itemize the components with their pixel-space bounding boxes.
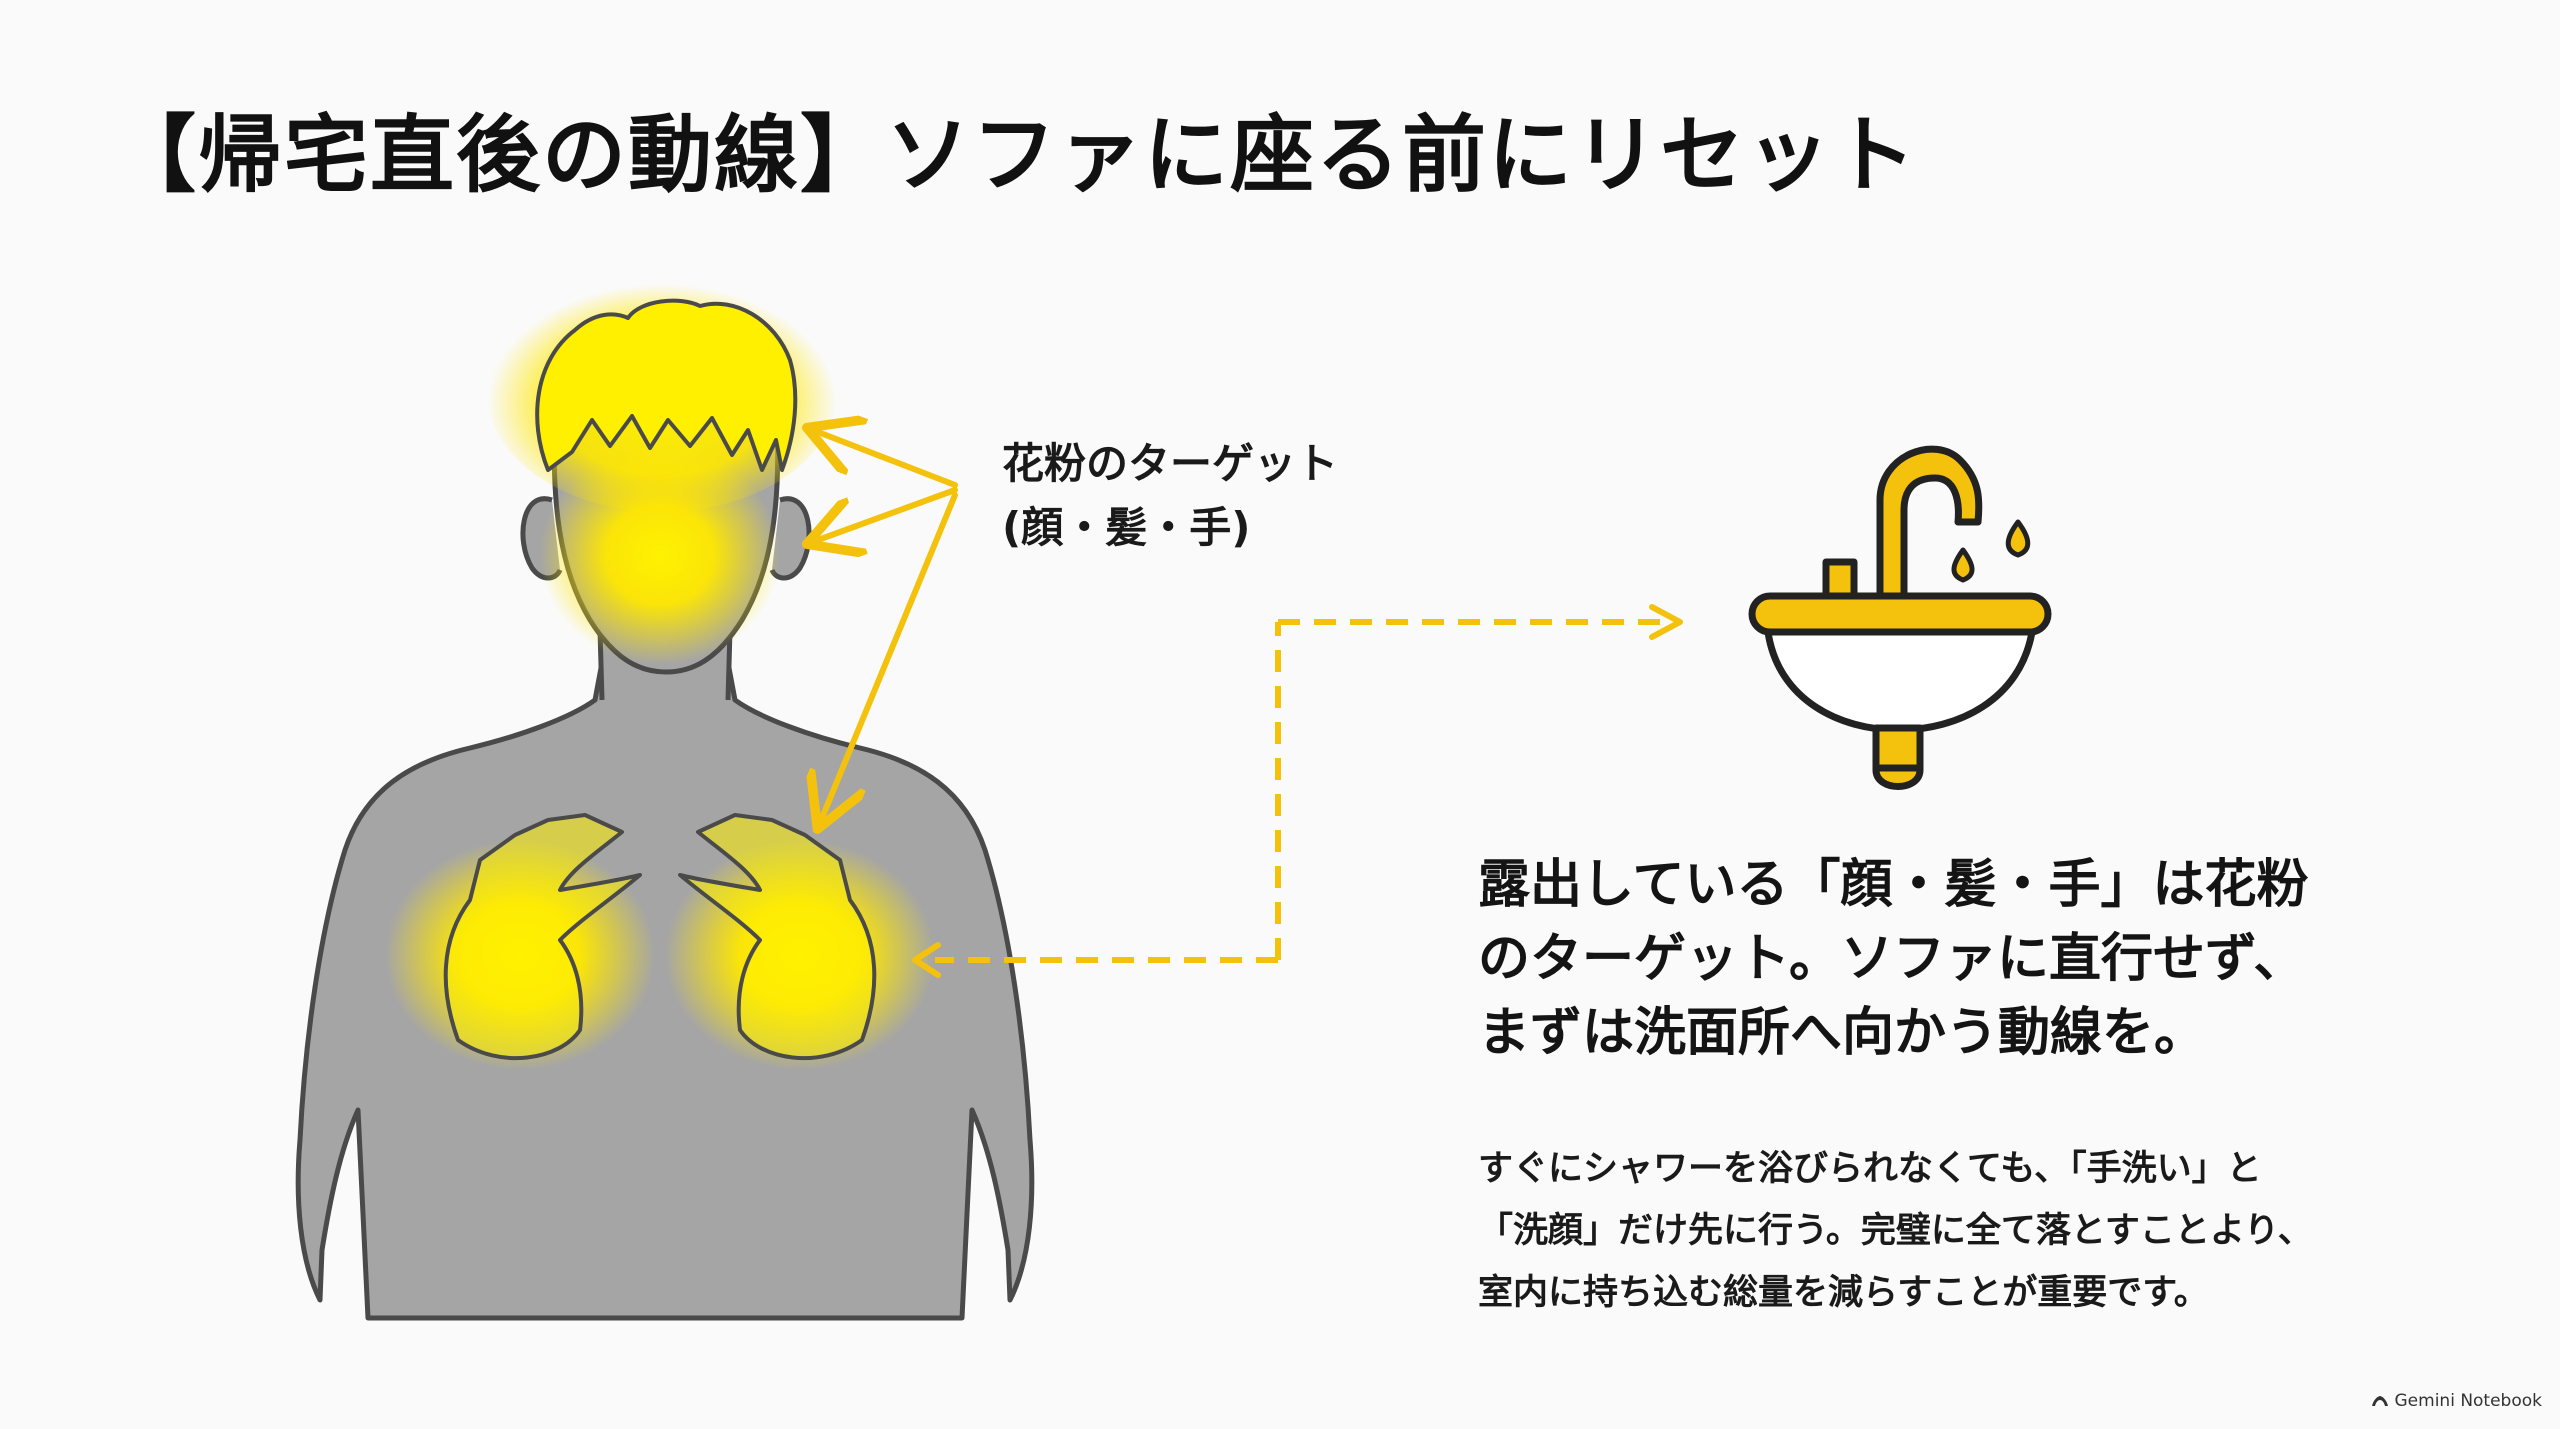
water-drop-2 (2005, 519, 2031, 558)
ear-right (769, 496, 812, 581)
body-line-2: 「洗顔」だけ先に行う。完璧に全て落とすことより、 (1478, 1211, 2313, 1251)
watermark-label: Gemini Notebook (2394, 1391, 2543, 1411)
headline-line-3: まずは洗面所へ向かう動線を。 (1478, 1003, 2207, 1063)
headline-line-2: のターゲット。ソファに直行せず、 (1478, 929, 2306, 989)
arrow-to-hand (822, 492, 958, 818)
pollen-target-callout: 花粉のターゲット (顔・髪・手) (1002, 432, 1338, 560)
basin-bowl (1764, 628, 2036, 734)
hand-left (443, 813, 642, 1061)
headline-line-1: 露出している「顔・髪・手」は花粉 (1478, 855, 2309, 915)
notebook-logo-icon (2371, 1396, 2388, 1406)
person-icon (295, 272, 1035, 1321)
headline-text: 露出している「顔・髪・手」は花粉 のターゲット。ソファに直行せず、 まずは洗面所… (1478, 848, 2308, 1070)
drain-pipe (1872, 724, 1924, 772)
hand-right (678, 813, 877, 1061)
faucet (1876, 445, 1983, 602)
callout-line-2: (顔・髪・手) (1002, 503, 1251, 552)
faucet-handle (1822, 558, 1858, 602)
water-drop-1 (1951, 547, 1975, 583)
hair (535, 298, 798, 472)
body-line-3: 室内に持ち込む総量を減らすことが重要です。 (1478, 1273, 2209, 1313)
body-line-1: すぐにシャワーを浴びられなくても、「手洗い」と (1478, 1149, 2262, 1189)
arrow-to-hair (818, 432, 958, 488)
callout-line-1: 花粉のターゲット (1002, 439, 1339, 488)
body-text: すぐにシャワーを浴びられなくても、「手洗い」と 「洗顔」だけ先に行う。完璧に全て… (1478, 1138, 2313, 1324)
dashed-route-arrow (912, 604, 1683, 978)
page-title: 【帰宅直後の動線】ソファに座る前にリセット (112, 106, 1919, 204)
basin-rim (1748, 592, 2052, 636)
washbasin-icon (1748, 445, 2052, 790)
watermark: Gemini Notebook (2371, 1391, 2543, 1411)
arrow-to-face (818, 487, 958, 540)
drain-trap (1872, 764, 1924, 790)
arrow-icon (818, 432, 958, 818)
